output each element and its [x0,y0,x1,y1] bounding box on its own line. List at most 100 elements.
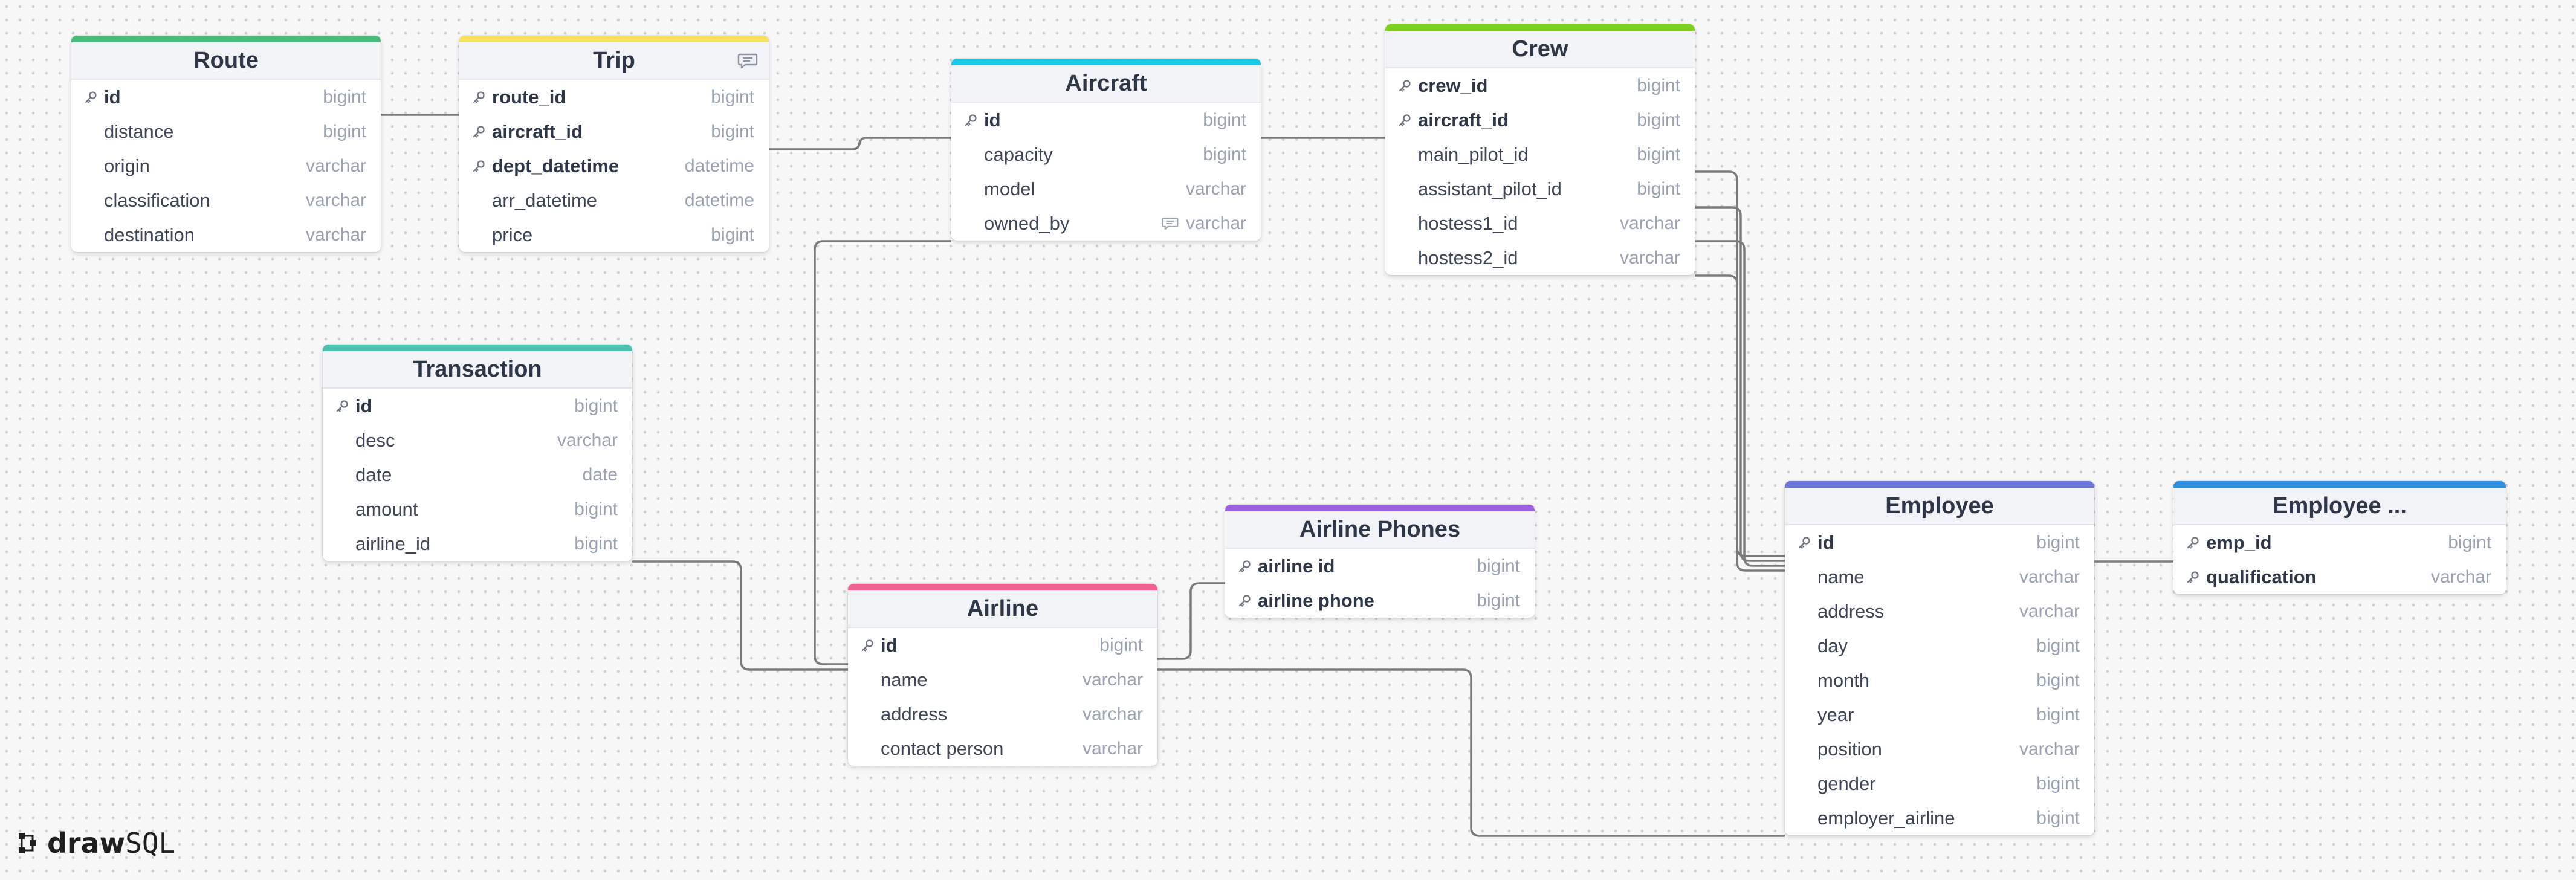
table-header[interactable]: Airline Phones [1225,511,1535,549]
brand-draw-text: draw [47,827,126,859]
column-type: varchar [557,430,618,451]
table-header[interactable]: Trip [459,42,769,80]
column-type-text: bigint [1477,590,1520,610]
table-header[interactable]: Route [71,42,381,80]
table-header[interactable]: Crew [1385,31,1695,68]
column-name: id [355,395,372,416]
column-type: varchar [2019,567,2080,587]
column-type-text: bigint [711,121,754,141]
table-header[interactable]: Airline [848,590,1157,628]
column-type-text: varchar [305,155,366,176]
column-type: bigint [1203,144,1246,165]
airline-employee-link[interactable] [1157,668,1785,837]
column-name: date [355,464,392,485]
column-type: bigint [574,534,618,554]
column-name: aircraft_id [492,120,583,142]
comment-icon[interactable] [1162,216,1186,231]
column-name: crew_id [1418,74,1488,96]
key-icon [1797,535,1817,550]
comment-icon[interactable] [737,53,758,70]
column-type-text: date [582,464,618,485]
column-type: varchar [1186,179,1246,199]
column-row-date[interactable]: date date [323,458,632,492]
column-name: day [1817,635,1848,656]
column-type: bigint [2036,774,2080,794]
transaction-airline-link[interactable] [632,560,848,671]
aircraft-airline-link[interactable] [814,240,951,665]
brand-sql-text: SQL [125,827,176,859]
table-header[interactable]: Employee [1785,488,2094,525]
column-name: name [881,668,928,690]
column-type-text: bigint [1203,109,1246,130]
column-type-text: varchar [2019,601,2080,621]
table-header[interactable]: Employee ... [2173,488,2506,525]
column-type: bigint [1203,110,1246,131]
column-type-text: datetime [684,155,754,176]
crew-hostess1-link[interactable] [1695,240,1785,567]
crew-assistant-pilot-link[interactable] [1695,206,1785,562]
table-header[interactable]: Aircraft [951,65,1261,103]
trip-aircraft-link[interactable] [769,137,951,150]
table-header[interactable]: Transaction [323,351,632,389]
airline-phones-link[interactable] [1157,582,1225,660]
column-name: hostess2_id [1418,247,1518,268]
column-type: bigint [711,87,754,108]
crew-hostess2-link[interactable] [1695,274,1785,572]
column-type: varchar [306,225,366,245]
column-type-text: bigint [323,86,366,107]
column-row-aircraft-id[interactable]: aircraft_id bigint [459,114,769,149]
